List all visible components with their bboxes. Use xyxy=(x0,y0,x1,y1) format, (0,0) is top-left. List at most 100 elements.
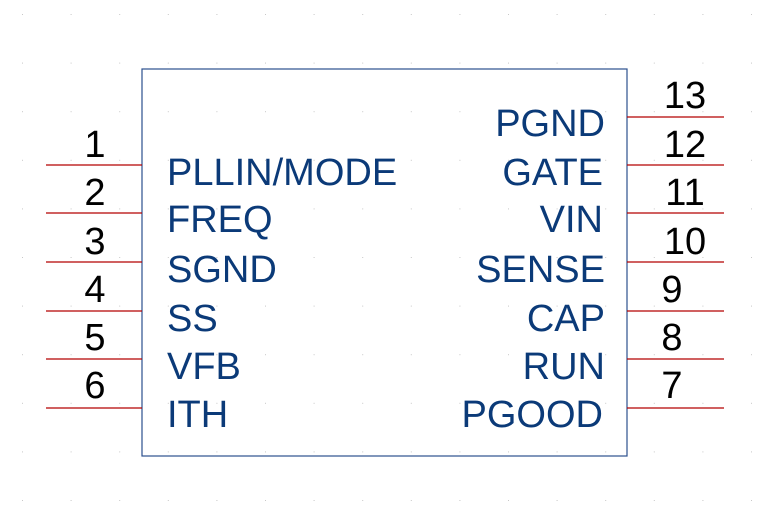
grid-dot xyxy=(605,257,607,258)
grid-dot xyxy=(702,111,704,113)
grid-dot xyxy=(751,354,752,356)
grid-dot xyxy=(167,257,169,258)
grid-dot xyxy=(70,451,72,453)
grid-dot xyxy=(265,62,266,64)
grid-dot xyxy=(459,451,461,453)
grid-dot xyxy=(362,500,364,501)
pin-4-label: SS xyxy=(167,298,218,340)
grid-dot xyxy=(556,257,558,258)
grid-dot xyxy=(459,111,461,113)
grid-dot xyxy=(265,305,266,307)
pin-2[interactable]: 2 FREQ xyxy=(46,172,273,241)
pin-2-number: 2 xyxy=(84,172,105,214)
grid-dot xyxy=(459,402,461,404)
grid-dot xyxy=(508,111,509,113)
pin-5[interactable]: 5 VFB xyxy=(46,317,241,388)
grid-dot xyxy=(362,451,364,453)
grid-dot xyxy=(605,62,607,64)
grid-dot xyxy=(556,159,558,161)
pin-10[interactable]: 10 SENSE xyxy=(476,221,724,291)
grid-dot xyxy=(751,62,752,64)
pin-11[interactable]: 11 VIN xyxy=(540,172,724,241)
grid-dot xyxy=(508,305,509,307)
grid-dot xyxy=(362,402,364,404)
grid-dot xyxy=(702,257,704,258)
grid-dot xyxy=(702,402,704,404)
grid-dot xyxy=(70,111,72,113)
pin-9-number: 9 xyxy=(661,269,682,311)
grid-dot xyxy=(653,111,655,113)
grid-dot xyxy=(751,451,752,453)
grid-dot xyxy=(265,159,266,161)
pin-13[interactable]: 13 PGND xyxy=(495,75,724,145)
grid-dot xyxy=(653,451,655,453)
grid-dot xyxy=(751,402,752,404)
pin-13-number: 13 xyxy=(664,75,706,117)
pin-12-number: 12 xyxy=(664,124,706,166)
pin-8[interactable]: 8 RUN xyxy=(523,317,724,388)
grid-dot xyxy=(459,354,461,356)
grid-dot xyxy=(653,257,655,258)
grid-dot xyxy=(313,354,315,356)
grid-dot xyxy=(556,305,558,307)
grid-dot xyxy=(556,208,558,210)
pin-4[interactable]: 4 SS xyxy=(46,269,218,340)
grid-dot xyxy=(216,500,218,501)
grid-dot xyxy=(702,208,704,210)
grid-dot xyxy=(265,451,266,453)
pin-3-number: 3 xyxy=(84,221,105,263)
pin-1[interactable]: 1 PLLIN/MODE xyxy=(46,124,397,194)
grid-dot xyxy=(216,208,218,210)
grid-dot xyxy=(362,305,364,307)
grid-dot xyxy=(508,257,509,258)
grid-dot xyxy=(459,159,461,161)
grid-dot xyxy=(605,14,607,15)
grid-dot xyxy=(313,14,315,15)
grid-dot xyxy=(167,500,169,501)
grid-dot xyxy=(70,305,72,307)
grid-dot xyxy=(313,402,315,404)
grid-dot xyxy=(70,402,72,404)
grid-dot xyxy=(313,208,315,210)
grid-dot xyxy=(167,62,169,64)
grid-dot xyxy=(605,111,607,113)
grid-dot xyxy=(119,159,121,161)
grid-dot xyxy=(216,62,218,64)
grid-dot xyxy=(22,500,23,501)
grid-dot xyxy=(313,451,315,453)
grid-dot xyxy=(313,305,315,307)
grid-dot xyxy=(70,14,72,15)
grid-dot xyxy=(22,159,23,161)
grid-dot xyxy=(313,257,315,258)
grid-dot xyxy=(410,402,412,404)
right-pins: 13 PGND 12 GATE 11 VIN 10 SENSE 9 CAP 8 … xyxy=(462,75,724,436)
pin-9[interactable]: 9 CAP xyxy=(527,269,724,340)
grid-dot xyxy=(410,62,412,64)
grid-dot xyxy=(119,500,121,501)
grid-dot xyxy=(410,257,412,258)
grid-dot xyxy=(751,257,752,258)
grid-dot xyxy=(216,354,218,356)
grid-dot xyxy=(508,500,509,501)
pin-12[interactable]: 12 GATE xyxy=(502,124,724,194)
grid-dot xyxy=(653,159,655,161)
pin-3[interactable]: 3 SGND xyxy=(46,221,277,291)
grid-dot xyxy=(556,500,558,501)
grid-dot xyxy=(313,159,315,161)
grid-dot xyxy=(605,451,607,453)
grid-dot xyxy=(459,14,461,15)
grid-dot xyxy=(167,111,169,113)
pin-6[interactable]: 6 ITH xyxy=(46,365,228,436)
grid-dot xyxy=(265,14,266,15)
grid-dot xyxy=(556,111,558,113)
pin-1-label: PLLIN/MODE xyxy=(167,152,397,194)
grid-dot xyxy=(653,208,655,210)
pin-7[interactable]: 7 PGOOD xyxy=(462,365,724,436)
grid-dot xyxy=(216,402,218,404)
grid-dot xyxy=(556,402,558,404)
grid-dot xyxy=(653,14,655,15)
grid-dot xyxy=(605,159,607,161)
grid-dot xyxy=(119,305,121,307)
grid-dot xyxy=(265,354,266,356)
